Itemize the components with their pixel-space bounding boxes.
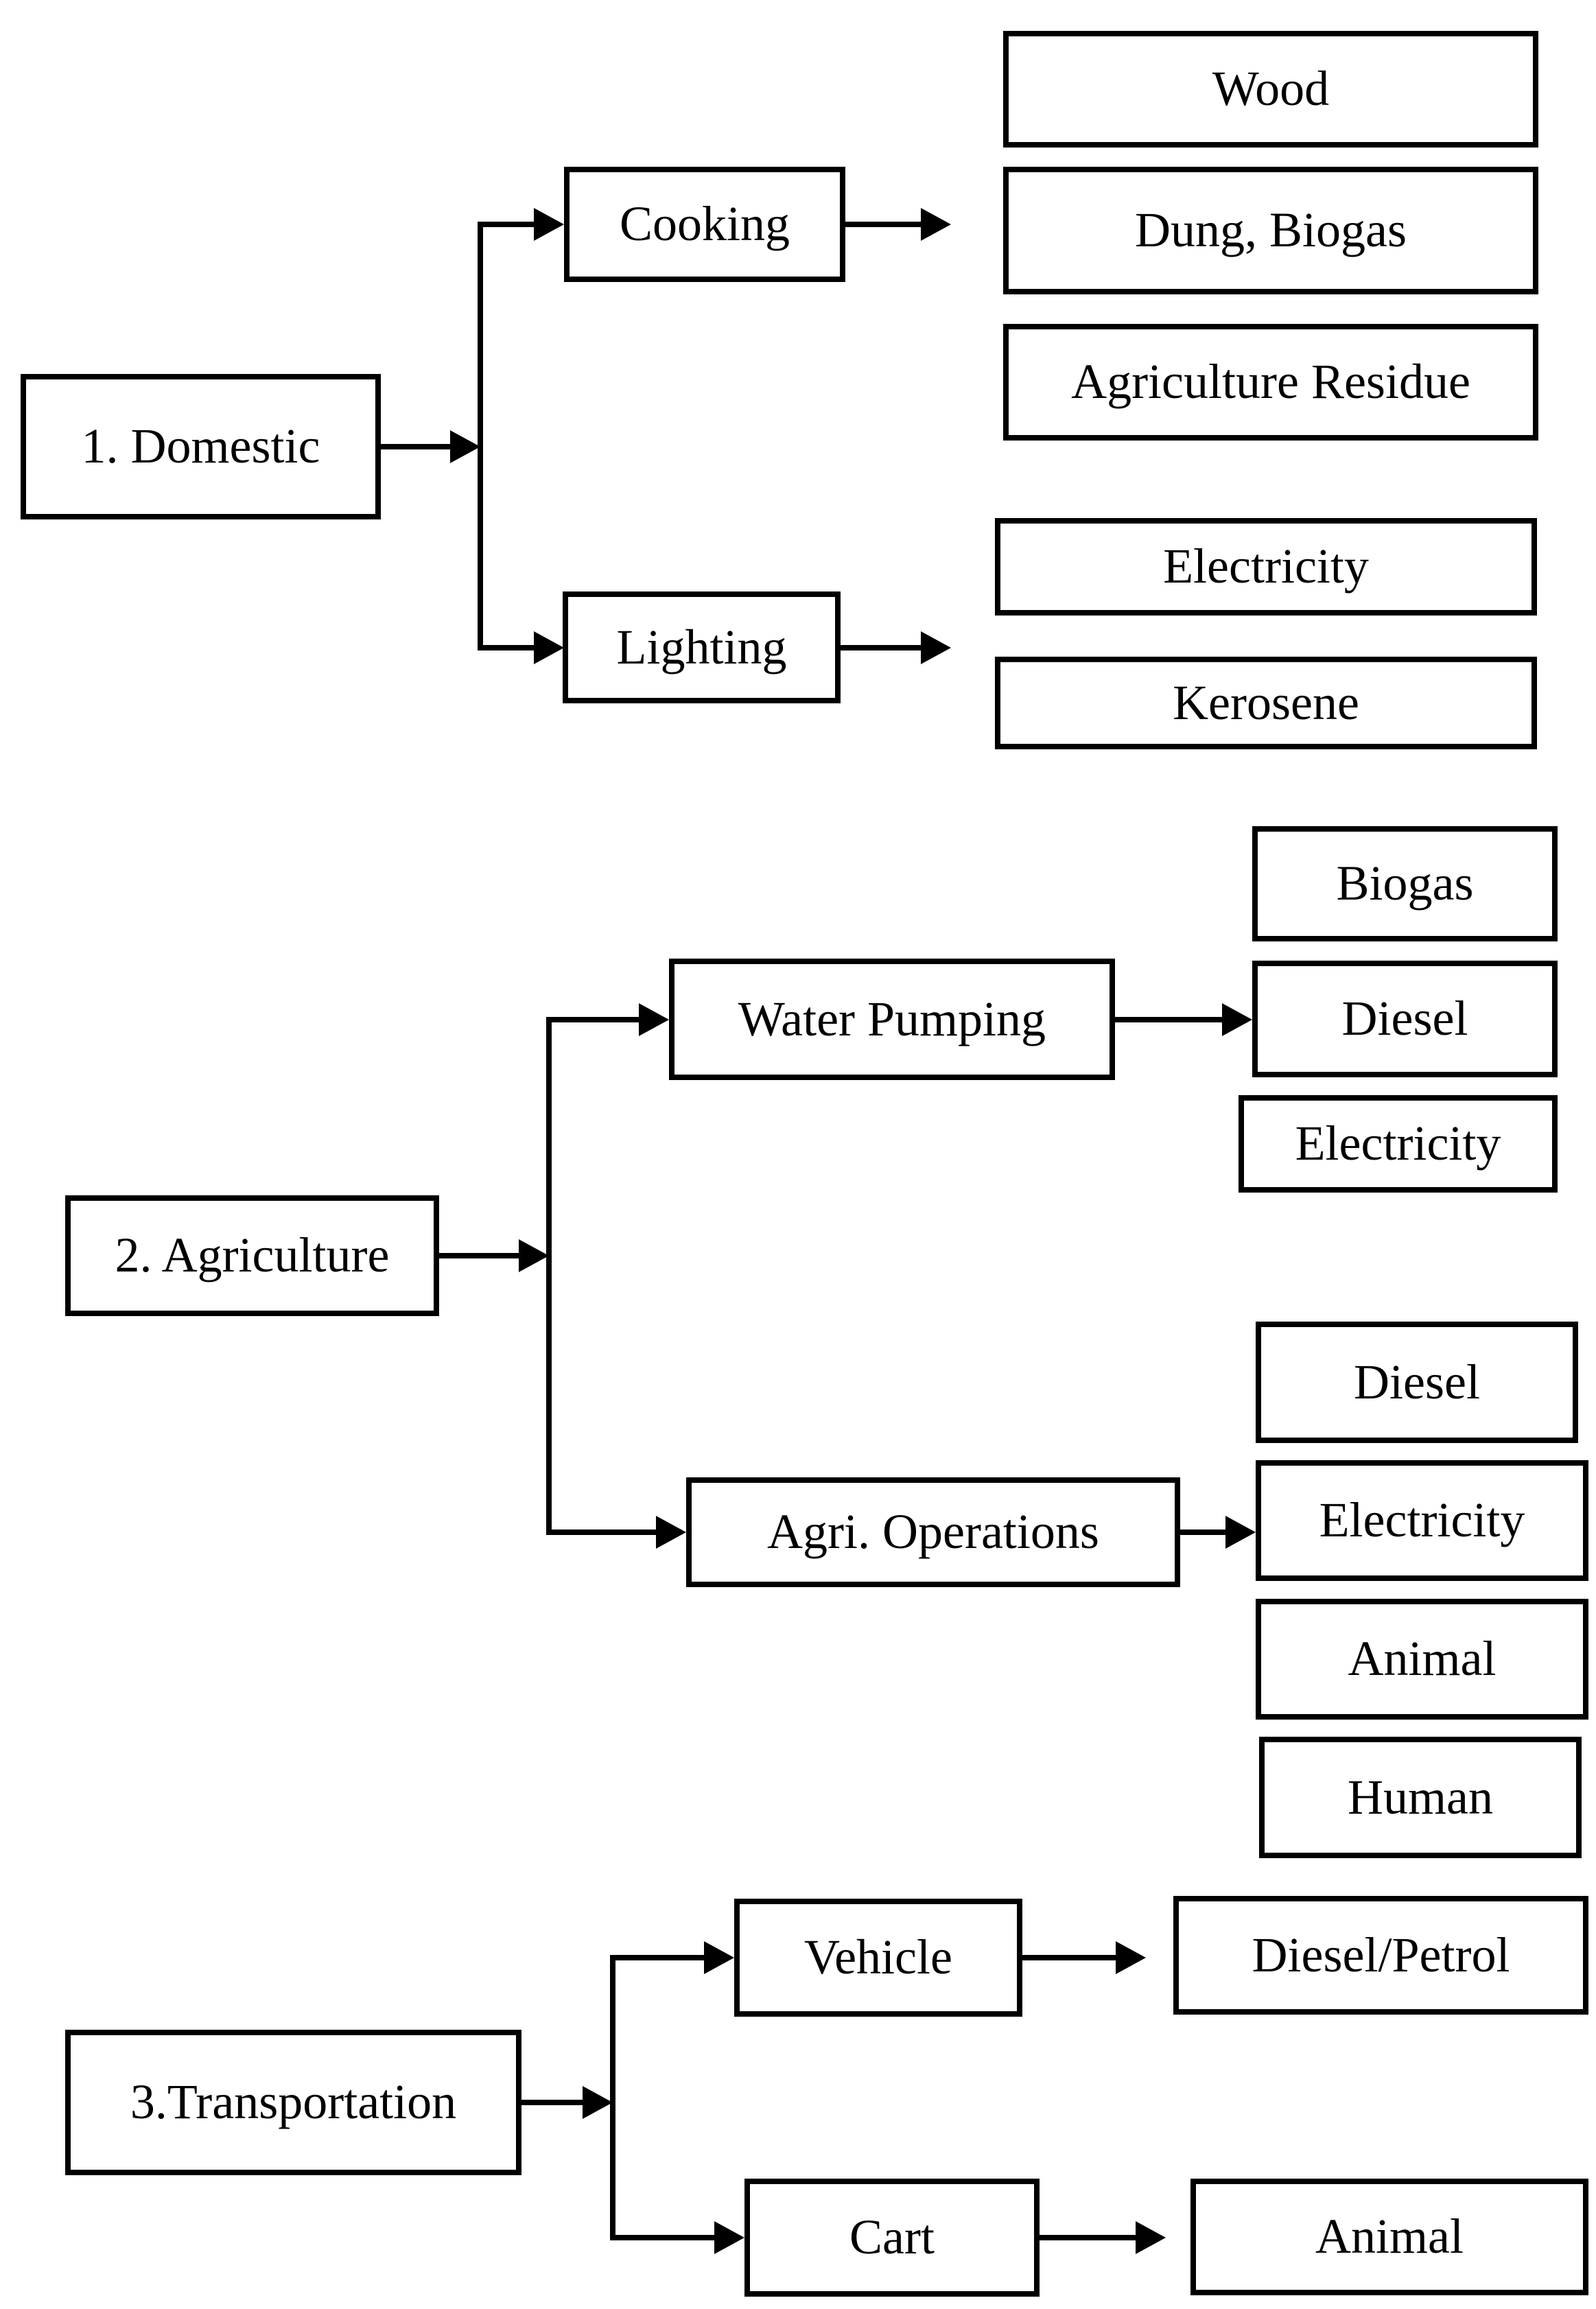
arrowhead-cooking-fuels (921, 208, 951, 241)
branch-line-domestic (478, 222, 483, 650)
connector-to-cart (615, 2235, 714, 2240)
arrowhead-to-vehicle (704, 1941, 734, 1974)
connector-agri-operations-fuels (1180, 1529, 1225, 1535)
node-lighting: Lighting (563, 591, 841, 703)
node-domestic: 1. Domestic (21, 374, 381, 519)
arrowhead-to-water-pumping (639, 1003, 669, 1036)
arrowhead-to-agri-operations (656, 1516, 686, 1549)
branch-line-agriculture (546, 1017, 552, 1535)
connector-domestic-branch (381, 444, 450, 449)
node-electricity-agri-operations: Electricity (1256, 1460, 1588, 1581)
node-diesel-petrol: Diesel/Petrol (1173, 1896, 1588, 2015)
connector-cart-fuel (1040, 2235, 1136, 2240)
arrowhead-transportation-branch (583, 2086, 613, 2119)
arrowhead-lighting-fuels (921, 631, 951, 664)
arrowhead-to-lighting (534, 631, 564, 664)
node-agriculture: 2. Agriculture (65, 1195, 439, 1316)
node-transportation: 3.Transportation (65, 2030, 521, 2175)
node-human: Human (1259, 1737, 1582, 1858)
node-animal-agri-operations: Animal (1256, 1599, 1588, 1720)
node-agriculture-residue: Agriculture Residue (1003, 324, 1538, 441)
connector-transportation-branch (521, 2100, 583, 2105)
arrowhead-to-cooking (534, 208, 564, 241)
node-diesel-agri-operations: Diesel (1256, 1322, 1578, 1443)
node-wood: Wood (1003, 31, 1538, 148)
arrowhead-vehicle-fuel (1116, 1941, 1146, 1974)
branch-line-transportation (610, 1955, 615, 2240)
connector-lighting-fuels (841, 645, 921, 650)
arrowhead-agri-operations-fuels (1225, 1516, 1256, 1549)
node-electricity-lighting: Electricity (995, 518, 1537, 616)
node-vehicle: Vehicle (734, 1899, 1022, 2017)
connector-water-pumping-fuels (1115, 1017, 1222, 1022)
node-biogas: Biogas (1252, 826, 1558, 941)
connector-to-vehicle (615, 1955, 704, 1960)
node-cart: Cart (744, 2179, 1040, 2297)
connector-cooking-fuels (845, 222, 921, 227)
arrowhead-agriculture-branch (519, 1239, 549, 1272)
arrowhead-to-cart (714, 2221, 744, 2254)
connector-to-cooking (483, 222, 534, 227)
connector-vehicle-fuel (1022, 1955, 1116, 1960)
node-cooking: Cooking (564, 167, 845, 282)
arrowhead-water-pumping-fuels (1222, 1003, 1252, 1036)
connector-to-agri-operations (552, 1529, 656, 1535)
node-dung-biogas: Dung, Biogas (1003, 167, 1538, 294)
connector-to-lighting (483, 645, 534, 650)
connector-agriculture-branch (439, 1253, 519, 1258)
node-agri-operations: Agri. Operations (686, 1477, 1180, 1587)
arrowhead-cart-fuel (1136, 2221, 1166, 2254)
connector-to-water-pumping (552, 1017, 639, 1022)
node-kerosene: Kerosene (995, 657, 1537, 749)
node-water-pumping: Water Pumping (669, 959, 1115, 1080)
node-electricity-water-pumping: Electricity (1239, 1095, 1558, 1193)
arrowhead-domestic-branch (450, 430, 480, 463)
node-diesel-water-pumping: Diesel (1252, 961, 1558, 1077)
node-animal-cart: Animal (1190, 2179, 1588, 2295)
